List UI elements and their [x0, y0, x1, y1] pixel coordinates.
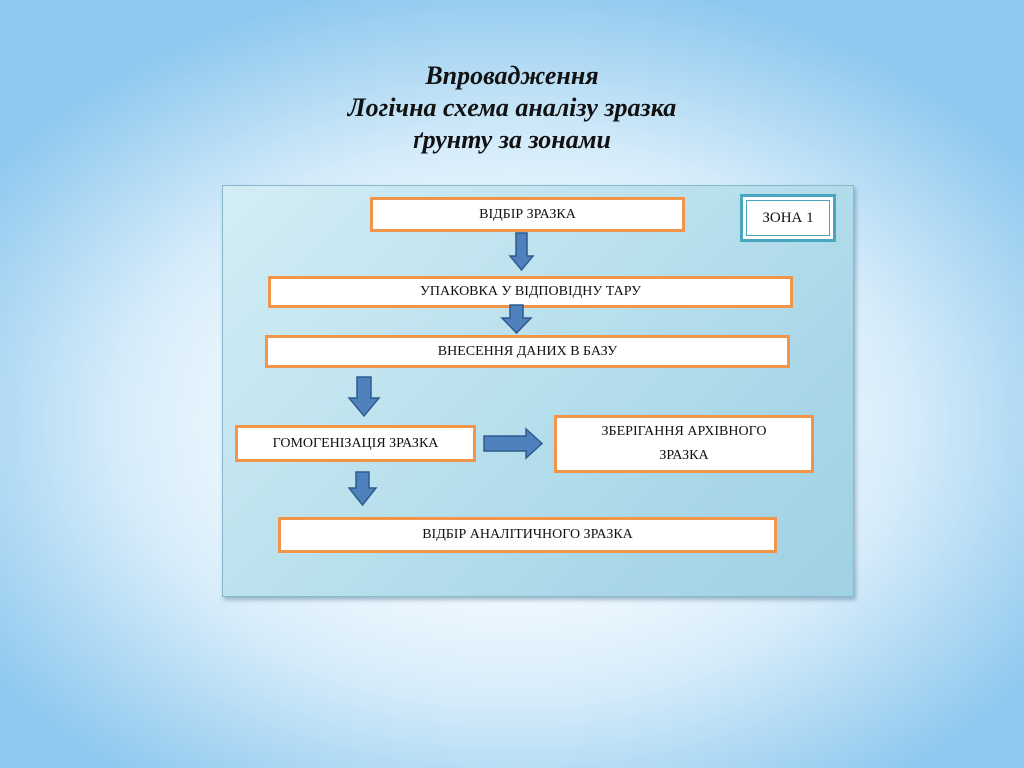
step-archive-storage: ЗБЕРІГАННЯ АРХІВНОГО ЗРАЗКА: [554, 415, 814, 473]
step-database: ВНЕСЕННЯ ДАНИХ В БАЗУ: [265, 335, 790, 368]
step-homogenization: ГОМОГЕНІЗАЦІЯ ЗРАЗКА: [235, 425, 476, 462]
title-line-2: Логічна схема аналізу зразка: [347, 93, 677, 122]
title-line-1: Впровадження: [425, 61, 599, 90]
step-archive-line-2: ЗРАЗКА: [659, 448, 709, 463]
slide-title: Впровадження Логічна схема аналізу зразк…: [212, 60, 812, 156]
step-packing: УПАКОВКА У ВІДПОВІДНУ ТАРУ: [268, 276, 793, 308]
step-sampling: ВІДБІР ЗРАЗКА: [370, 197, 685, 232]
zone-label: ЗОНА 1: [746, 200, 830, 236]
step-analytical-sampling: ВІДБІР АНАЛІТИЧНОГО ЗРАЗКА: [278, 517, 777, 553]
title-line-3: ґрунту за зонами: [413, 125, 611, 154]
zone-label-box: ЗОНА 1: [740, 194, 836, 242]
step-archive-line-1: ЗБЕРІГАННЯ АРХІВНОГО: [601, 424, 767, 439]
